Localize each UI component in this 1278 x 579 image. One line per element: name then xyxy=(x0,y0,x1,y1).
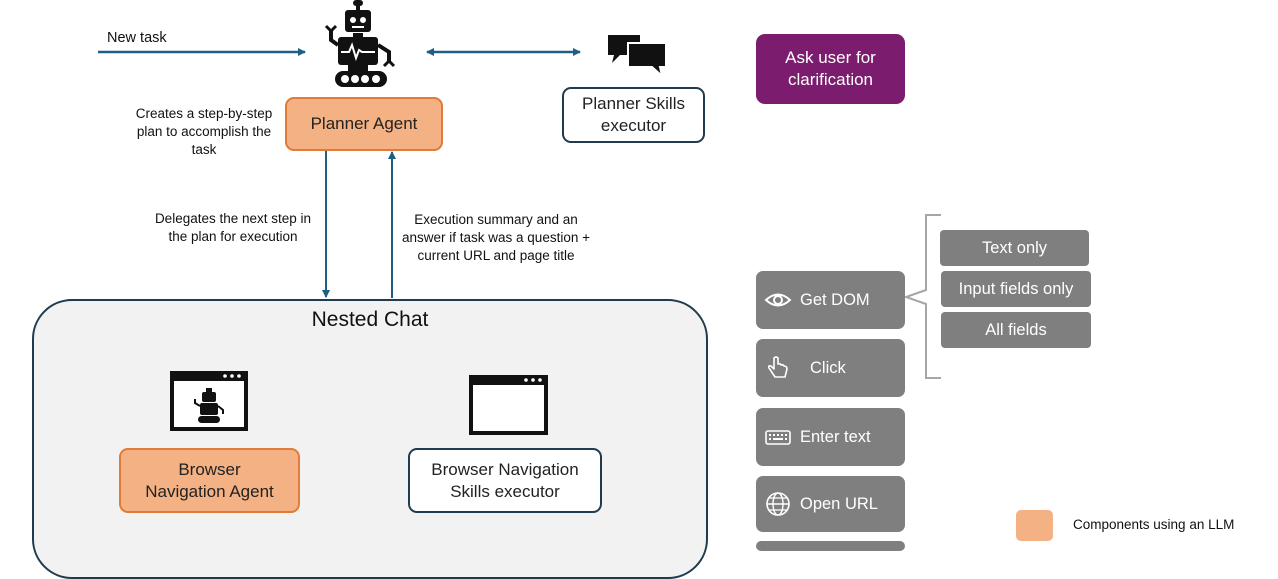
tool-open-url: Open URL xyxy=(756,476,905,532)
new-task-label: New task xyxy=(107,30,167,46)
browser-skills-executor-box: Browser Navigation Skills executor xyxy=(408,448,602,513)
nested-chat-container xyxy=(32,299,708,579)
dom-options-bracket xyxy=(902,214,941,379)
delegates-label: Delegates the next step in the plan for … xyxy=(154,211,312,244)
execution-summary-label: Execution summary and an answer if task … xyxy=(402,212,590,263)
ask-user-box: Ask user for clarification xyxy=(756,34,905,104)
keyboard-icon xyxy=(764,423,792,451)
planner-description: Creates a step-by-step plan to accomplis… xyxy=(135,106,273,157)
tool-partial xyxy=(756,541,905,551)
pointer-hand-icon xyxy=(764,354,792,382)
eye-icon xyxy=(764,286,792,314)
legend-label: Components using an LLM xyxy=(1073,517,1235,532)
planner-agent-box: Planner Agent xyxy=(285,97,443,151)
legend-swatch xyxy=(1016,510,1053,541)
globe-icon xyxy=(764,490,792,518)
dom-option-all-fields: All fields xyxy=(941,312,1091,348)
browser-window-icon xyxy=(468,374,549,436)
tool-label: Click xyxy=(810,359,846,377)
dom-option-input-fields: Input fields only xyxy=(941,271,1091,307)
tool-enter-text: Enter text xyxy=(756,408,905,466)
tool-label: Get DOM xyxy=(800,291,870,309)
tool-label: Enter text xyxy=(800,428,871,446)
tool-label: Open URL xyxy=(800,495,878,513)
dom-option-text-only: Text only xyxy=(940,230,1089,266)
nested-chat-title: Nested Chat xyxy=(311,308,429,331)
tool-get-dom: Get DOM xyxy=(756,271,905,329)
browser-robot-icon xyxy=(169,370,249,432)
browser-navigation-agent-box: Browser Navigation Agent xyxy=(119,448,300,513)
planner-skills-executor-box: Planner Skills executor xyxy=(562,87,705,143)
robot-icon xyxy=(323,0,397,90)
chat-bubbles-icon xyxy=(606,33,668,79)
tool-click: Click xyxy=(756,339,905,397)
